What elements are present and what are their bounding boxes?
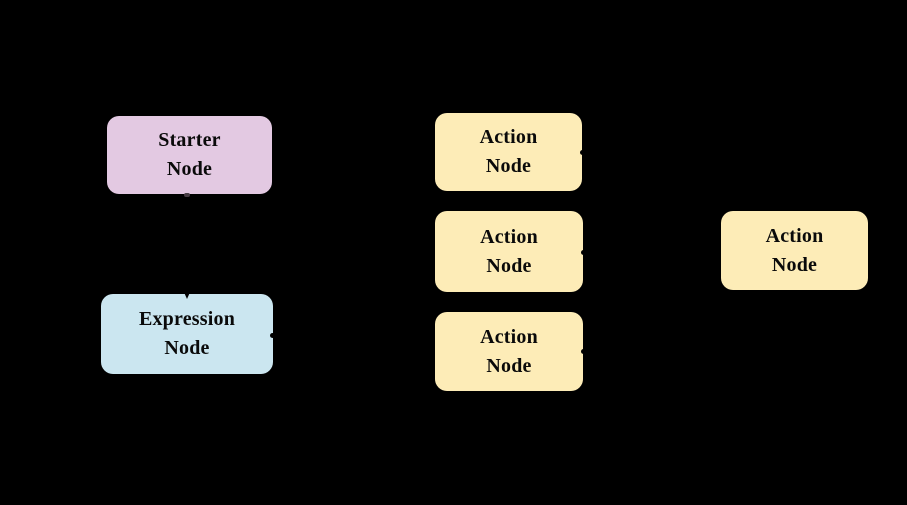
starter-node-label: Starter Node	[158, 129, 221, 180]
arrowhead-artifact	[581, 250, 586, 255]
action-node-right: Action Node	[721, 211, 868, 290]
action-node-top: Action Node	[435, 113, 582, 191]
action-node-middle-label: Action Node	[480, 225, 538, 277]
action-node-bottom-label: Action Node	[480, 325, 538, 377]
arrowhead-down-artifact	[183, 290, 191, 299]
action-node-right-label: Action Node	[765, 224, 824, 276]
starter-node: Starter Node	[107, 116, 272, 194]
arrowhead-artifact	[580, 150, 585, 155]
action-node-bottom: Action Node	[435, 312, 583, 391]
action-node-top-label: Action Node	[479, 126, 538, 177]
action-node-middle: Action Node	[435, 211, 583, 292]
arrow-stub-artifact	[184, 193, 190, 197]
expression-node: Expression Node	[101, 294, 273, 374]
arrowhead-artifact	[270, 333, 275, 338]
arrowhead-artifact	[581, 349, 586, 354]
expression-node-label: Expression Node	[138, 308, 236, 359]
